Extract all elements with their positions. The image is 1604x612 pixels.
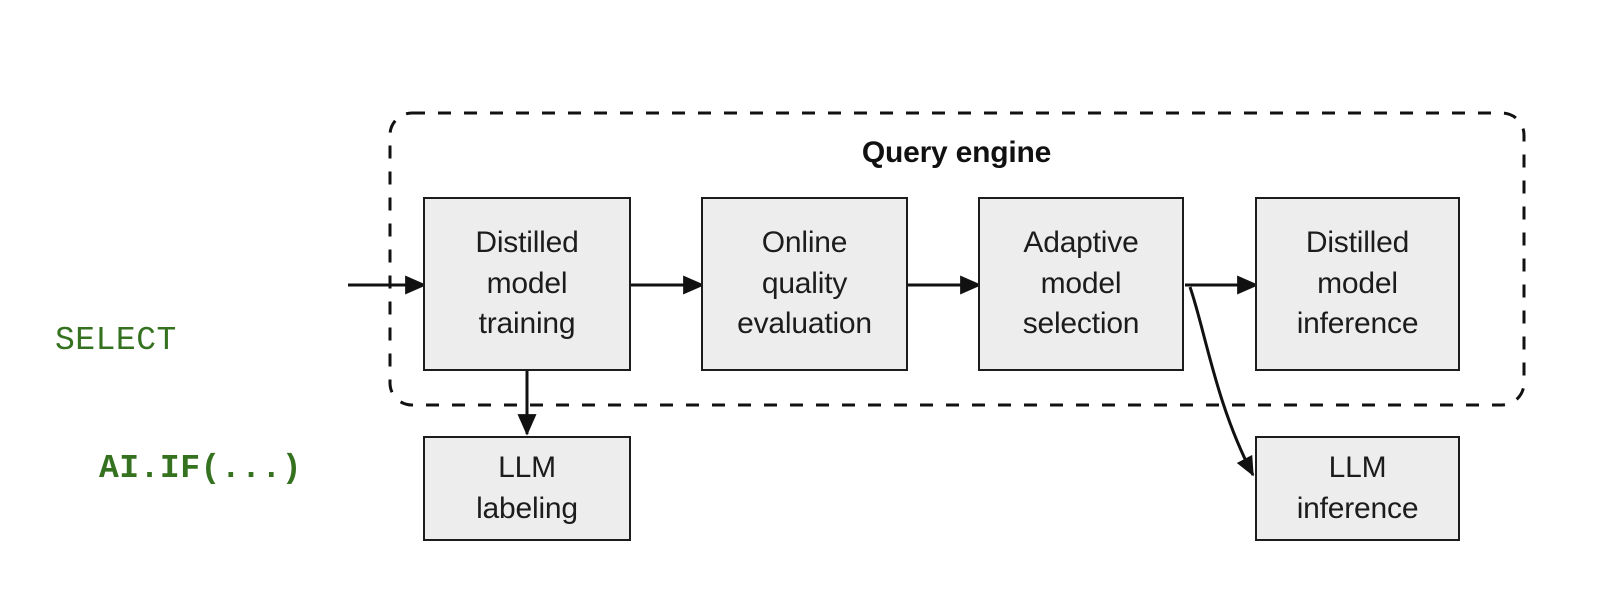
node-online-quality-evaluation[interactable]: Online quality evaluation <box>701 197 908 371</box>
node-distilled-model-training-label: Distilled model training <box>475 226 579 341</box>
sql-function-ai-if: AI.IF(...) <box>99 450 303 488</box>
node-distilled-model-training[interactable]: Distilled model training <box>423 197 631 371</box>
sql-query-text: SELECT AI.IF(...) <box>55 234 345 577</box>
node-distilled-model-inference-label: Distilled model inference <box>1296 226 1419 341</box>
sql-keyword-select: SELECT <box>55 321 177 359</box>
node-llm-inference[interactable]: LLM inference <box>1255 436 1460 541</box>
query-engine-title: Query engine <box>861 136 1052 169</box>
node-adaptive-model-selection-label: Adaptive model selection <box>1022 226 1140 341</box>
node-llm-inference-label: LLM inference <box>1296 451 1419 525</box>
node-adaptive-model-selection[interactable]: Adaptive model selection <box>978 197 1184 371</box>
node-online-quality-evaluation-label: Online quality evaluation <box>737 226 872 341</box>
edge-adaptive-selection-to-llm-inference <box>1188 286 1255 477</box>
node-distilled-model-inference[interactable]: Distilled model inference <box>1255 197 1460 371</box>
node-llm-labeling[interactable]: LLM labeling <box>423 436 631 541</box>
node-llm-labeling-label: LLM labeling <box>476 451 578 525</box>
query-engine-group-outline <box>388 111 1526 407</box>
